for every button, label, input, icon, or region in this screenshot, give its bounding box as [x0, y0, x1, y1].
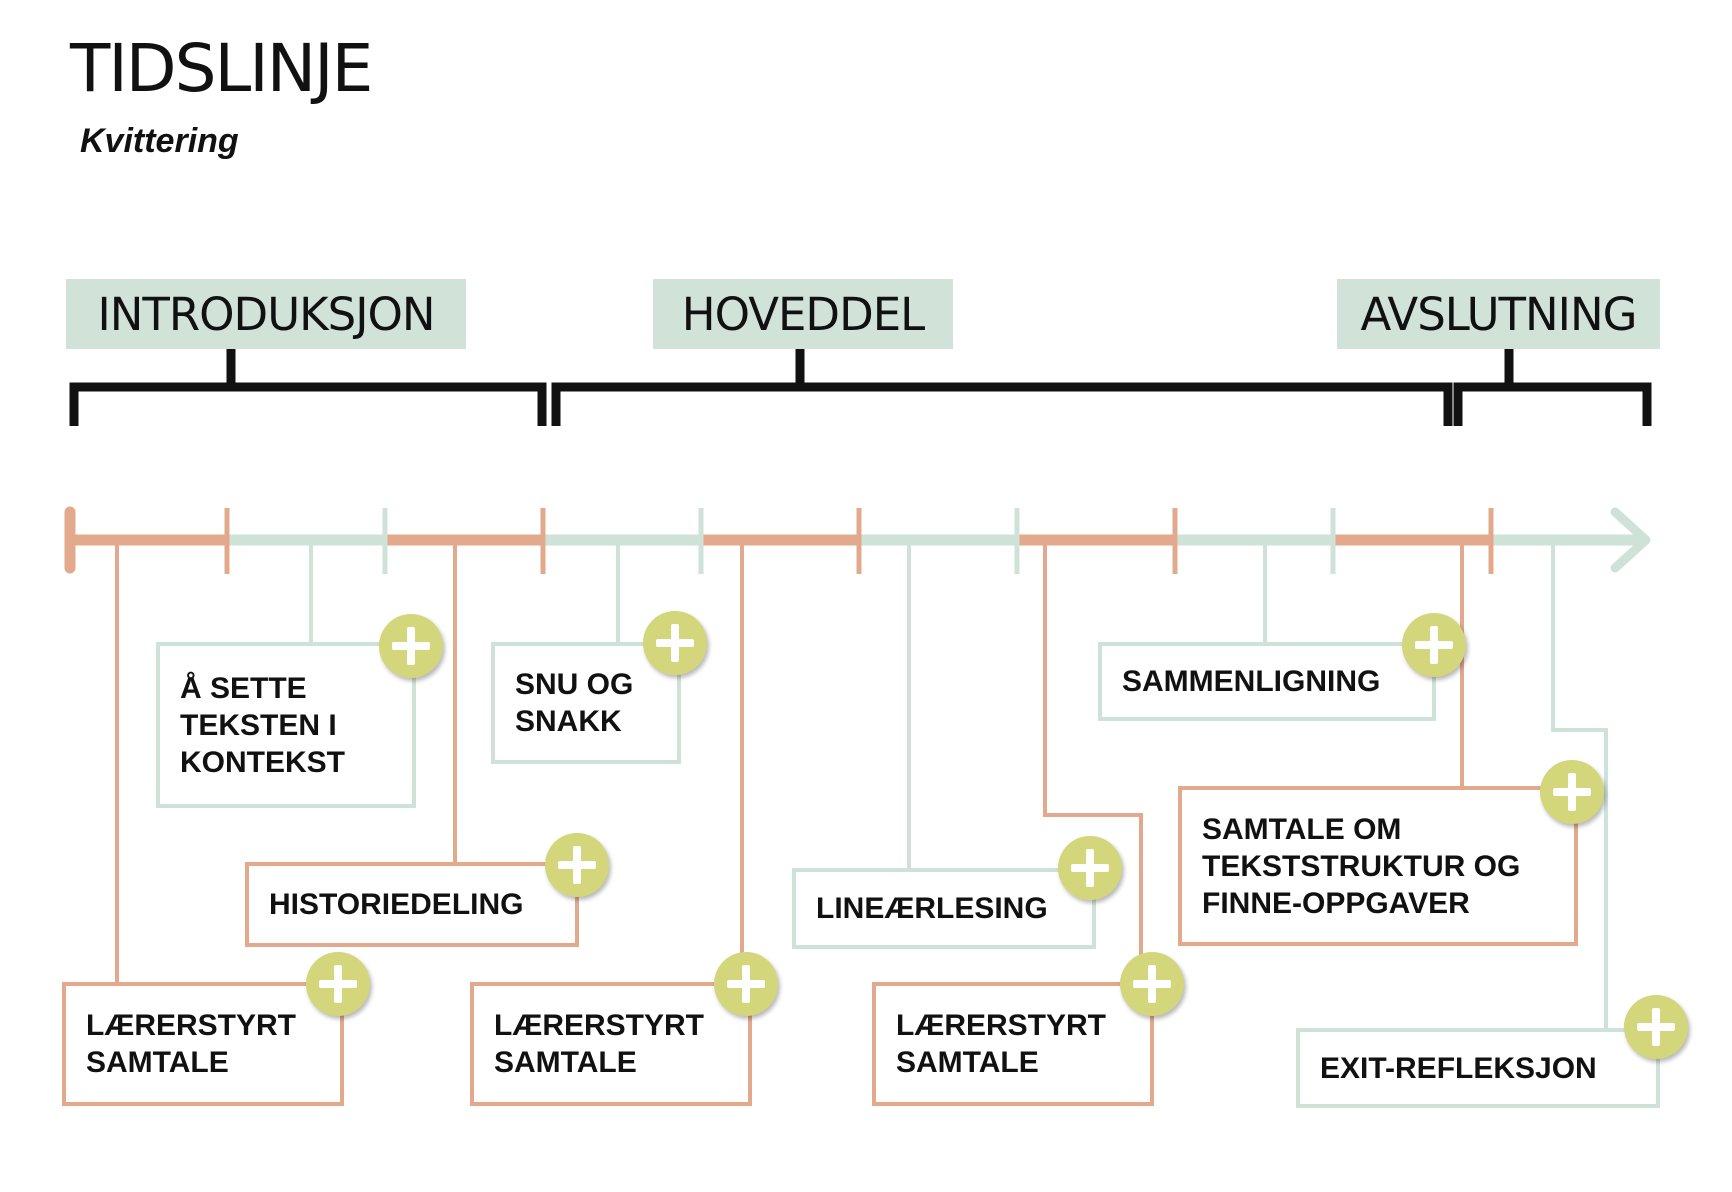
page-subtitle: Kvittering [80, 122, 239, 160]
phase-bracket-1 [69, 349, 547, 426]
phase-label-introduksjon: INTRODUKSJON [66, 279, 466, 349]
activity-box-samtale-3: LÆRERSTYRT SAMTALE [872, 982, 1154, 1106]
add-button-exit-refleksjon[interactable] [1624, 995, 1688, 1059]
activity-box-samtale-2: LÆRERSTYRT SAMTALE [470, 982, 752, 1106]
activity-label: SAMMENLIGNING [1122, 665, 1381, 698]
activity-label: SNU OG SNAKK [515, 668, 634, 738]
add-button-sammenligning[interactable] [1402, 613, 1466, 677]
page-title: TIDSLINJE [70, 30, 373, 107]
add-button-snu-og-snakk[interactable] [643, 611, 707, 675]
add-button-kontekst[interactable] [379, 614, 443, 678]
activity-label: Å SETTE TEKSTEN I KONTEKST [180, 671, 345, 779]
activity-box-kontekst: Å SETTE TEKSTEN I KONTEKST [156, 642, 416, 808]
connector-lines [115, 545, 1608, 1028]
phase-bracket-3 [1453, 349, 1652, 426]
phase-brackets [69, 349, 1652, 426]
timeline-axis [64, 506, 1651, 574]
activity-box-sammenligning: SAMMENLIGNING [1098, 642, 1436, 721]
add-button-historiedeling[interactable] [545, 833, 609, 897]
phase-bracket-2 [551, 349, 1453, 426]
activity-label: EXIT-REFLEKSJON [1320, 1051, 1597, 1085]
activity-label: HISTORIEDELING [269, 888, 524, 921]
activity-label: SAMTALE OM TEKSTSTRUKTUR OG FINNE-OPPGAV… [1202, 812, 1521, 920]
phase-label-avslutning: AVSLUTNING [1337, 279, 1660, 349]
add-button-linearlesing[interactable] [1058, 836, 1122, 900]
add-button-samtale-3[interactable] [1120, 952, 1184, 1016]
activity-box-linearlesing: LINEÆRLESING [792, 868, 1096, 949]
activity-box-samtale-1: LÆRERSTYRT SAMTALE [62, 982, 344, 1106]
activity-box-tekststruktur: SAMTALE OM TEKSTSTRUKTUR OG FINNE-OPPGAV… [1178, 786, 1578, 946]
add-button-samtale-1[interactable] [306, 952, 370, 1016]
activity-label: LÆRERSTYRT SAMTALE [494, 1009, 704, 1079]
connector-line-10 [1551, 545, 1608, 1028]
phase-label-hoveddel: HOVEDDEL [653, 279, 953, 349]
add-button-samtale-2[interactable] [714, 952, 778, 1016]
activity-label: LÆRERSTYRT SAMTALE [86, 1009, 296, 1079]
activity-label: LINEÆRLESING [816, 892, 1048, 925]
activity-box-historiedeling: HISTORIEDELING [245, 862, 579, 947]
add-button-tekststruktur[interactable] [1540, 760, 1604, 824]
timeline-arrowhead [1610, 507, 1651, 573]
activity-label: LÆRERSTYRT SAMTALE [896, 1009, 1106, 1079]
connector-line-7 [1043, 545, 1143, 982]
activity-box-exit-refleksjon: EXIT-REFLEKSJON [1296, 1028, 1660, 1108]
